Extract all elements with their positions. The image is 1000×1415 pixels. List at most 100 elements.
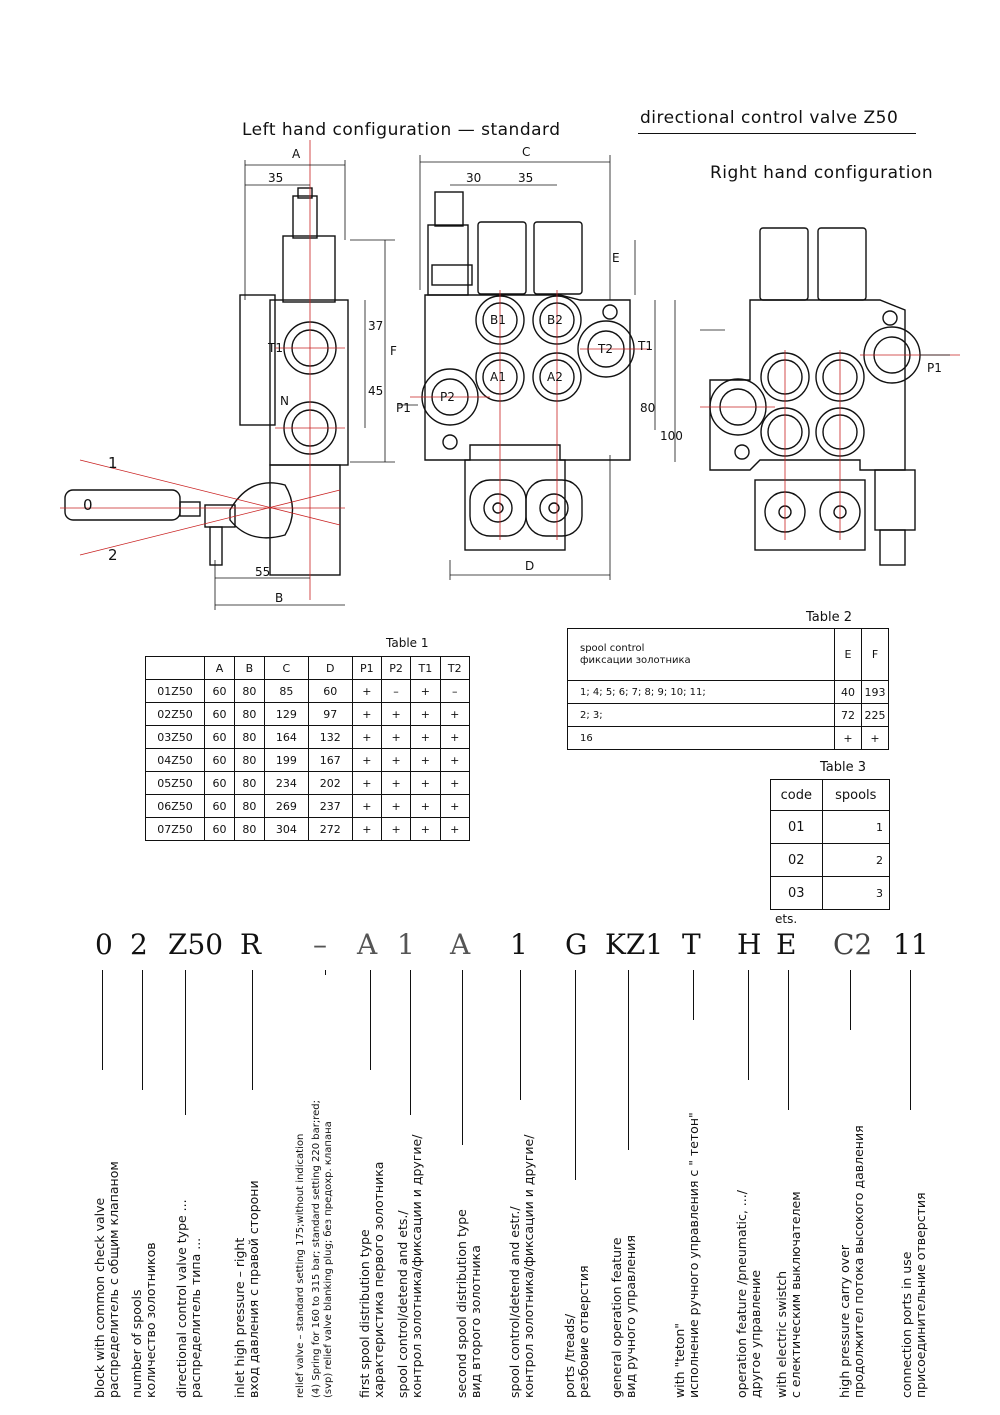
dim-80-label: 80 — [640, 401, 655, 415]
table1-cell: + — [410, 679, 441, 703]
port-T1-front-label: T1 — [637, 339, 653, 353]
dim-37-label: 37 — [368, 319, 383, 333]
table1-cell: + — [380, 771, 412, 795]
front-view — [421, 191, 635, 551]
dim-100-label: 100 — [660, 429, 683, 443]
table1-header-cell: B — [233, 656, 265, 680]
table1-cell: 237 — [307, 794, 353, 818]
table1-cell: 80 — [233, 817, 265, 841]
table2: spool control фиксации золотника E F 1; … — [567, 628, 889, 750]
desc-second-spool: second spool distribution type вид второ… — [454, 1209, 483, 1398]
table1-cell: + — [351, 748, 382, 772]
desc-spool-control-2: spool control/detend and estr./ контрол … — [507, 1135, 536, 1398]
port-T2-label: T2 — [597, 342, 613, 356]
table3-cell: 3 — [821, 876, 891, 910]
table1-cell: + — [410, 771, 441, 795]
table1-cell: – — [439, 679, 471, 703]
table1-header-cell: P2 — [380, 656, 412, 680]
desc-ru: характеристика первого золотника — [371, 1161, 386, 1398]
table1-cell: 132 — [307, 725, 353, 749]
desc-en: high pressure carry over — [837, 1244, 852, 1398]
desc-en: inlet high pressure – right — [232, 1237, 247, 1398]
desc-line3: (svp) relief valve blanking plug; без пр… — [323, 1121, 334, 1398]
table3-cell: 02 — [770, 843, 823, 877]
port-P1-right-label: P1 — [927, 361, 942, 375]
table1-cell: 07Z50 — [145, 817, 205, 841]
table1-cell: 85 — [263, 679, 309, 703]
desc-en: general operation feature — [609, 1237, 624, 1398]
desc-connection-ports: connection ports in use присоединительни… — [899, 1192, 928, 1398]
desc-pneumatic: operation feature /pneumatic, .../ друго… — [734, 1190, 763, 1398]
desc-ru: вид ручного управления — [623, 1235, 638, 1398]
right-view — [709, 227, 921, 566]
table1-cell: + — [439, 725, 471, 749]
dim-A-label: A — [292, 147, 301, 161]
table1-cell: + — [351, 679, 382, 703]
table2-header-f: F — [861, 628, 889, 681]
table1-cell: 60 — [204, 771, 235, 795]
table1-cell: 80 — [233, 748, 265, 772]
port-N-label: N — [280, 394, 289, 408]
table3-header-cell: spools — [821, 779, 891, 811]
table2-cell: + — [834, 726, 862, 750]
right-config-title: Right hand configuration — [710, 163, 934, 183]
table1-cell: + — [380, 817, 412, 841]
leader-line — [252, 970, 253, 1090]
table2-cell: 40 — [834, 680, 862, 704]
table3-header-cell: code — [770, 779, 823, 811]
desc-number-of-spools: number of spools количество золотников — [129, 1242, 158, 1398]
table1-header-cell: D — [307, 656, 353, 680]
code-part-kz1: KZ1 — [605, 928, 664, 961]
desc-inlet: inlet high pressure – right вход давлени… — [232, 1180, 261, 1398]
leader-line — [910, 970, 911, 1110]
table-row: 16++ — [567, 726, 889, 750]
dim-D-label: D — [525, 559, 534, 573]
table1-cell: 129 — [263, 702, 309, 726]
lever-position-1: 1 — [108, 454, 118, 472]
table1-cell: 164 — [263, 725, 309, 749]
table3-footnote: ets. — [775, 912, 798, 926]
table1-cell: – — [380, 679, 412, 703]
table2-cell: 2; 3; — [567, 703, 835, 727]
side-view — [64, 187, 349, 576]
desc-en: spool control/detend and ets./ — [395, 1210, 410, 1398]
table1-header-cell: T1 — [410, 656, 441, 680]
leader-line — [575, 970, 576, 1180]
table1-cell: + — [380, 748, 412, 772]
desc-en: with electric swistch — [774, 1271, 789, 1398]
desc-en: connection ports in use — [899, 1251, 914, 1398]
leader-line — [693, 970, 694, 1020]
table1-cell: + — [439, 702, 471, 726]
table2-cell: 225 — [861, 703, 889, 727]
dim-55-label: 55 — [255, 565, 270, 579]
code-part-e: E — [776, 928, 797, 961]
desc-ru: распределитель с общим клапаном — [106, 1161, 121, 1398]
port-A1-label: A1 — [490, 370, 506, 384]
table1-cell: + — [351, 817, 382, 841]
code-part-g: G — [565, 928, 588, 961]
table1-header-cell: C — [263, 656, 309, 680]
table1-cell: 97 — [307, 702, 353, 726]
port-P2-label: P2 — [440, 390, 455, 404]
table2-cell: 72 — [834, 703, 862, 727]
dim-B-label: B — [275, 591, 283, 605]
table1-cell: 80 — [233, 679, 265, 703]
leader-line — [462, 970, 463, 1145]
desc-ru: продолжител потока высокого давления — [851, 1125, 866, 1398]
desc-en: second spool distribution type — [454, 1209, 469, 1398]
dim-F-label: F — [390, 344, 397, 358]
table2-head-ru: фиксации золотника — [580, 654, 691, 666]
dim-C-label: C — [522, 145, 530, 159]
table1-cell: 06Z50 — [145, 794, 205, 818]
desc-first-spool: first spool distribution type характерис… — [357, 1161, 386, 1398]
table3-cell: 1 — [821, 810, 891, 844]
table1-cell: + — [380, 702, 412, 726]
leader-line — [628, 970, 629, 1150]
